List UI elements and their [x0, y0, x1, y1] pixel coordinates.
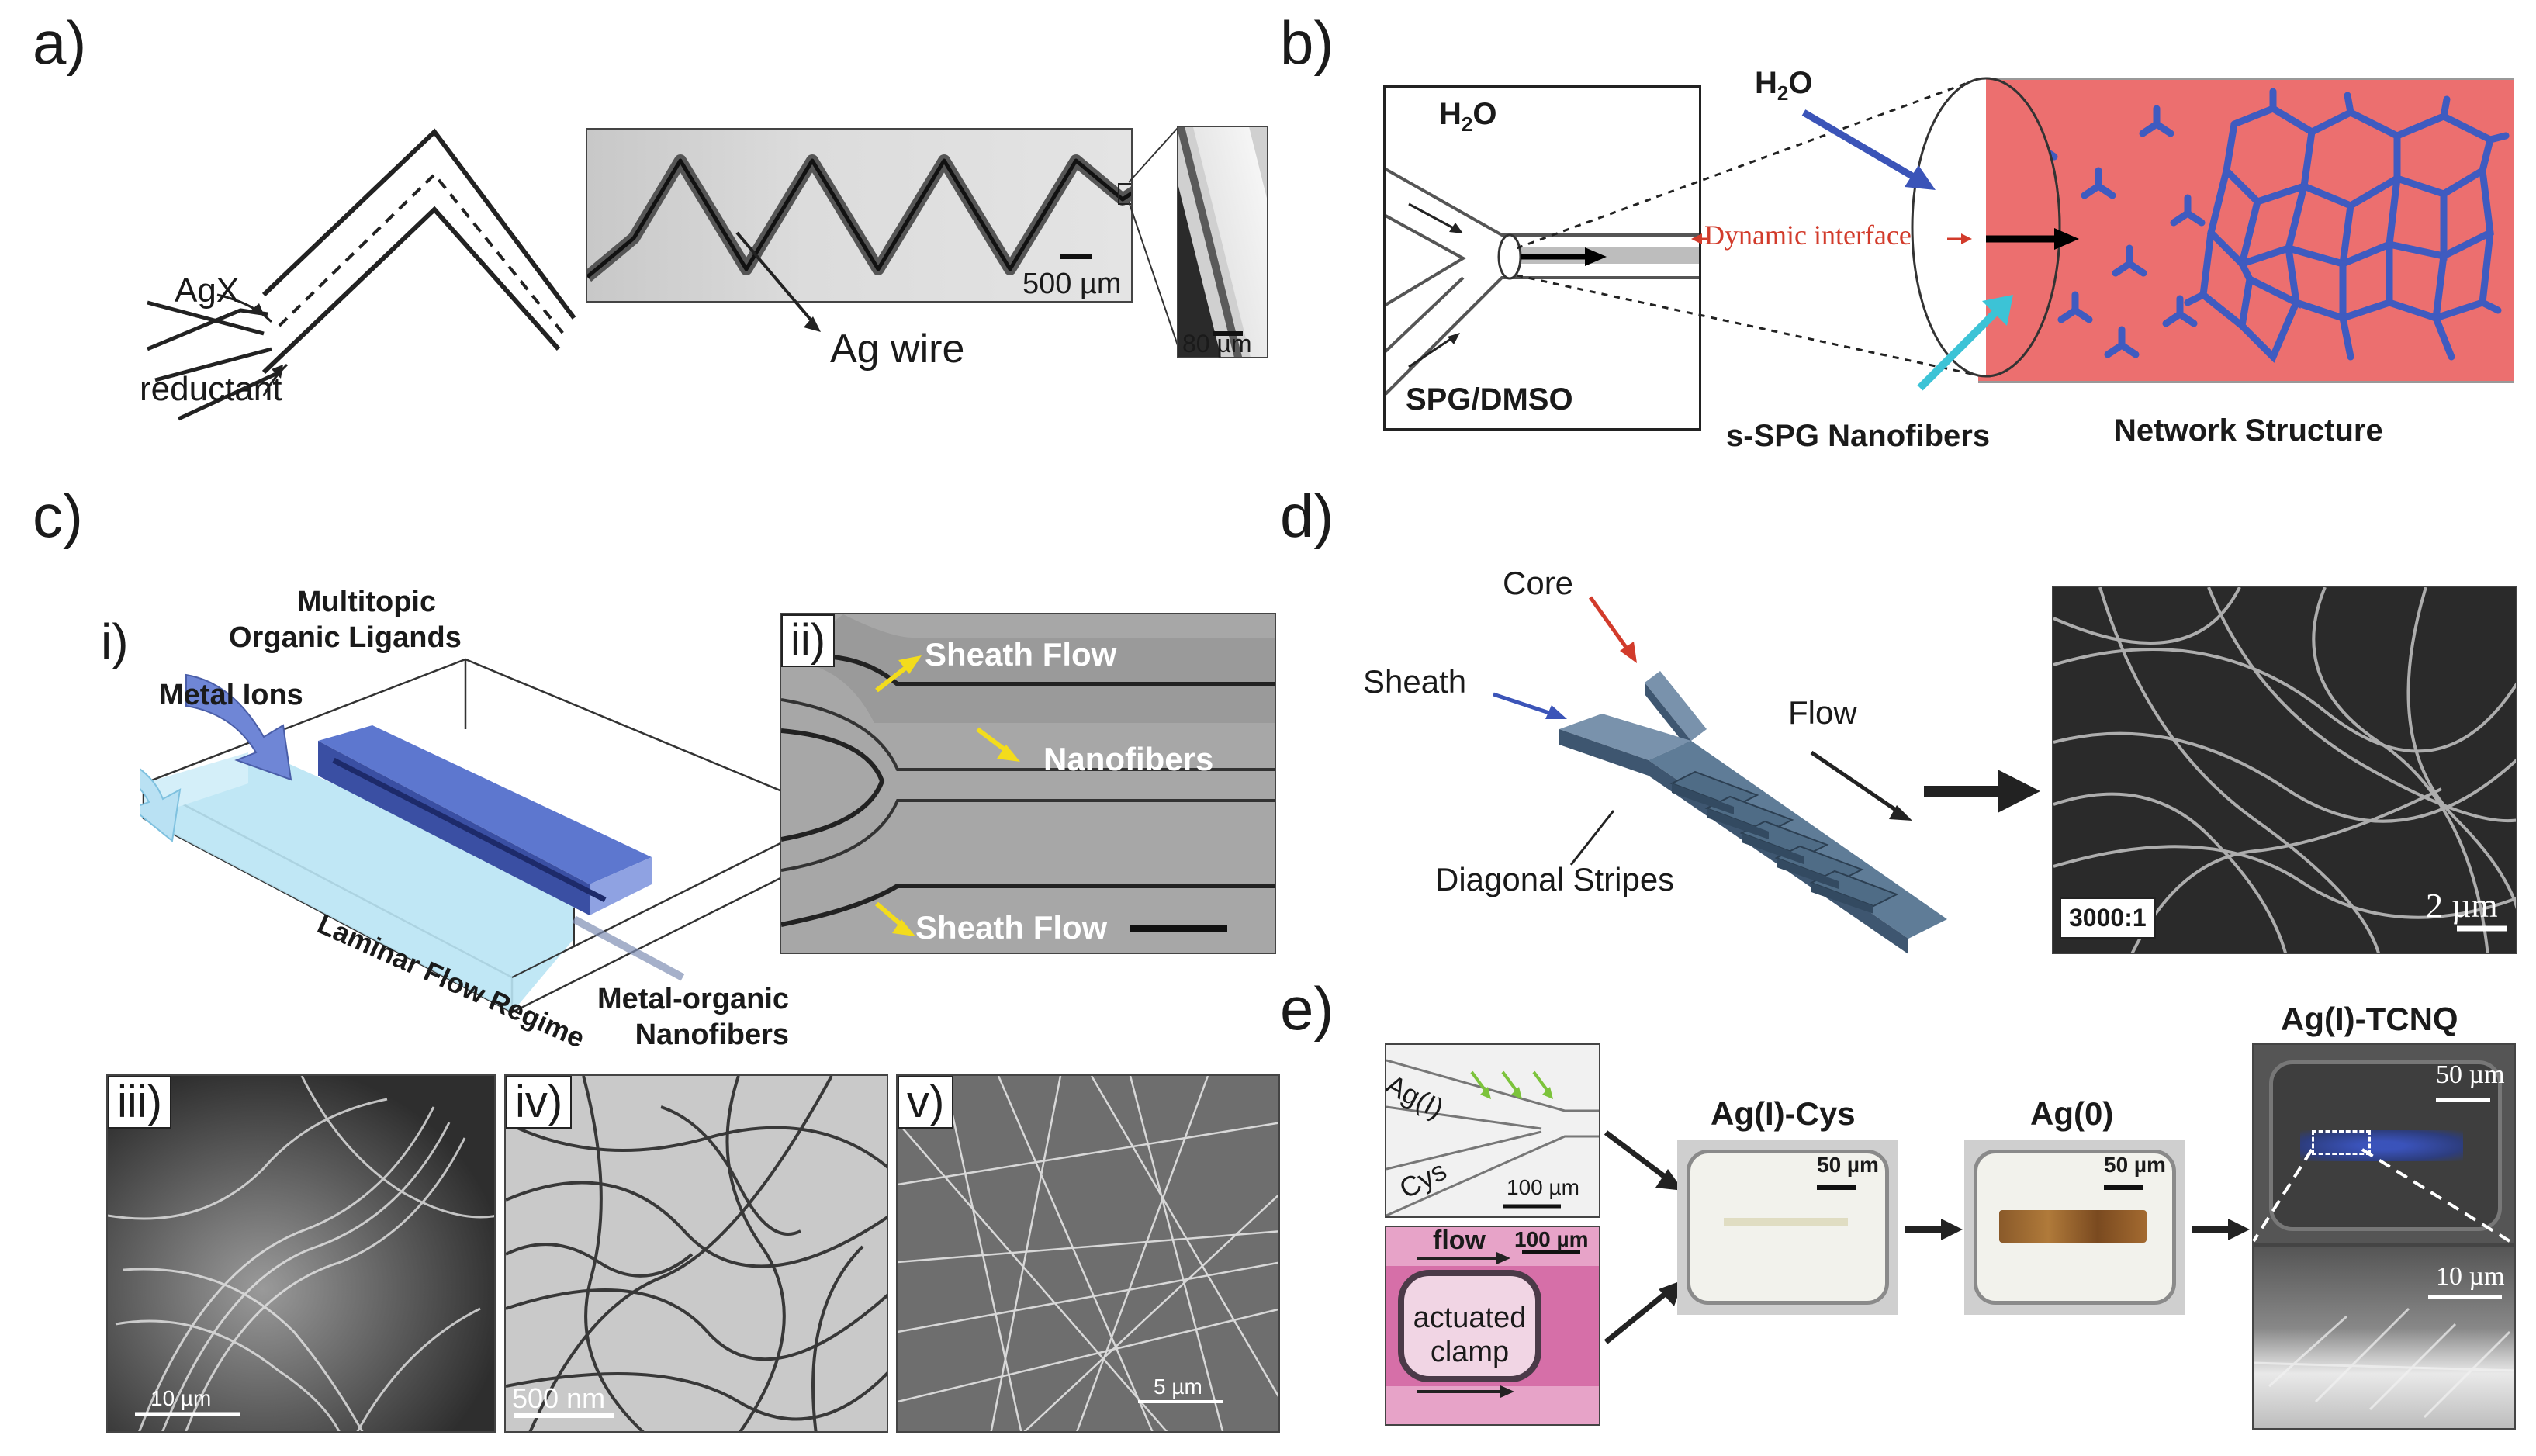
- ag-wire-micrograph: [586, 128, 1133, 303]
- panel-e-letter: e): [1280, 974, 1334, 1043]
- scale-80um: 80 µm: [1182, 330, 1252, 358]
- sheath-arrow: [1493, 692, 1567, 719]
- yellow-arrows: [875, 655, 1020, 936]
- dynamic-interface-label: Dynamic interface: [1704, 220, 1912, 251]
- tcnq-chamber: 50 µm: [2252, 1043, 2516, 1245]
- tcnq-sem: 10 µm: [2252, 1245, 2516, 1430]
- e-arrow-to-ag0: [1905, 1219, 1963, 1240]
- h2o-outer-label: H2O: [1755, 66, 1813, 105]
- blue-water-arrow: [1801, 109, 1936, 190]
- tcnq-zoom-lines: [2252, 1148, 2511, 1243]
- actuated-clamp-micrograph: flow 100 µm actuated clamp: [1385, 1226, 1600, 1426]
- agcys-label: Ag(I)-Cys: [1711, 1095, 1856, 1132]
- cyan-nanofiber-arrow: [1917, 295, 2013, 391]
- laminar-flow-device: [140, 658, 838, 1014]
- scale-500um: 500 µm: [1022, 268, 1122, 300]
- core-label: Core: [1503, 565, 1574, 601]
- clamp-chamber: [1398, 1270, 1541, 1382]
- silver-deposit: [1999, 1210, 2147, 1243]
- diagonal-stripes-pointer: [1569, 810, 1615, 866]
- agcys-chamber: 50 µm: [1677, 1140, 1898, 1315]
- ag0-label: Ag(0): [2030, 1095, 2114, 1132]
- diagonal-stripes-label: Diagonal Stripes: [1435, 861, 1675, 897]
- sheath-flow-bottom-label: Sheath Flow: [915, 909, 1108, 946]
- mof-nanofibers-label: Metal-organic Nanofibers: [597, 983, 790, 1051]
- ag-wire-label: Ag wire: [830, 327, 965, 372]
- panel-b-letter: b): [1280, 9, 1334, 77]
- e-arrows-to-agcys: [1604, 1130, 1683, 1344]
- scale-5um: 5 µm: [1154, 1375, 1202, 1399]
- sheath-flow-top-label: Sheath Flow: [925, 636, 1117, 673]
- scale-10um-e: 10 µm: [2436, 1262, 2505, 1291]
- agx-label: AgX: [175, 271, 240, 310]
- panel-c-letter: c): [33, 482, 83, 550]
- micrograph-iv: iv) 500 nm: [504, 1074, 888, 1433]
- scale-100um-b: 100 µm: [1514, 1227, 1589, 1251]
- ag0-chamber: 50 µm: [1964, 1140, 2185, 1315]
- big-right-arrow: [1924, 770, 2040, 813]
- tcnq-label: Ag(I)-TCNQ: [2281, 1001, 2458, 1037]
- flow-label: Flow: [1788, 694, 1857, 731]
- flow-e-label: flow: [1433, 1226, 1486, 1255]
- network-structure-diagram: [2015, 88, 2510, 363]
- diagonal-stripe-device: [1559, 671, 1947, 954]
- ag-wire-zoom: [1177, 126, 1268, 358]
- ag-wire-pointer: [735, 231, 821, 332]
- nanofibers-label: s-SPG Nanofibers: [1726, 419, 1991, 453]
- network-ellipse: [1911, 77, 2061, 378]
- spg-chip-box: [1383, 85, 1701, 431]
- zigzag-channel-diagram: [147, 128, 576, 421]
- reductant-label: reductant: [140, 370, 282, 408]
- scale-50um-b: 50 µm: [2104, 1153, 2166, 1177]
- ag-cys-inlet-micrograph: Ag(I) Cys 100 µm: [1385, 1043, 1600, 1218]
- sub-label-iii: iii): [108, 1076, 171, 1129]
- h2o-inner-label: H2O: [1439, 97, 1497, 136]
- scale-500nm: 500 nm: [512, 1382, 606, 1414]
- zoom-lines: [1128, 127, 1178, 346]
- network-structure-label: Network Structure: [2114, 413, 2383, 448]
- panel-d-letter: d): [1280, 482, 1334, 550]
- projection-lines: [1517, 78, 1983, 378]
- scale-50um-c: 50 µm: [2436, 1060, 2505, 1089]
- sub-label-iv: iv): [506, 1076, 573, 1129]
- e-arrow-to-tcnq: [2192, 1219, 2250, 1240]
- metal-ions-label: Metal Ions: [159, 679, 303, 711]
- spg-dmso-label: SPG/DMSO: [1406, 382, 1573, 417]
- multitopic-label: Multitopic Organic Ligands: [229, 586, 462, 654]
- core-arrow: [1588, 596, 1637, 663]
- dynamic-interface-arrows: [1691, 228, 2079, 250]
- scale-10um-iii: 10 µm: [150, 1386, 212, 1410]
- tcnq-blue-deposit: [2300, 1130, 2463, 1161]
- nanofiber-sem-d: 3000:1 2 µm: [2052, 586, 2517, 954]
- nanofibers-ii-label: Nanofibers: [1043, 741, 1214, 777]
- sheath-label: Sheath: [1363, 663, 1467, 700]
- flow-arrow: [1810, 750, 1912, 821]
- sub-label-v: v): [898, 1076, 954, 1129]
- micrograph-v: v) 5 µm: [896, 1074, 1280, 1433]
- scale-2um: 2 µm: [2426, 887, 2498, 925]
- actuated-clamp-label: actuated clamp: [1413, 1302, 1527, 1368]
- sub-label-i: i): [101, 614, 129, 669]
- magnification-tag: 3000:1: [2060, 897, 2156, 939]
- scale-50um-a: 50 µm: [1817, 1153, 1879, 1177]
- sub-label-ii: ii): [781, 614, 836, 667]
- panel-a-letter: a): [33, 9, 87, 77]
- micrograph-ii: ii): [780, 613, 1276, 954]
- scale-100um-a: 100 µm: [1507, 1175, 1579, 1199]
- micrograph-iii: iii) 10 µm: [106, 1074, 496, 1433]
